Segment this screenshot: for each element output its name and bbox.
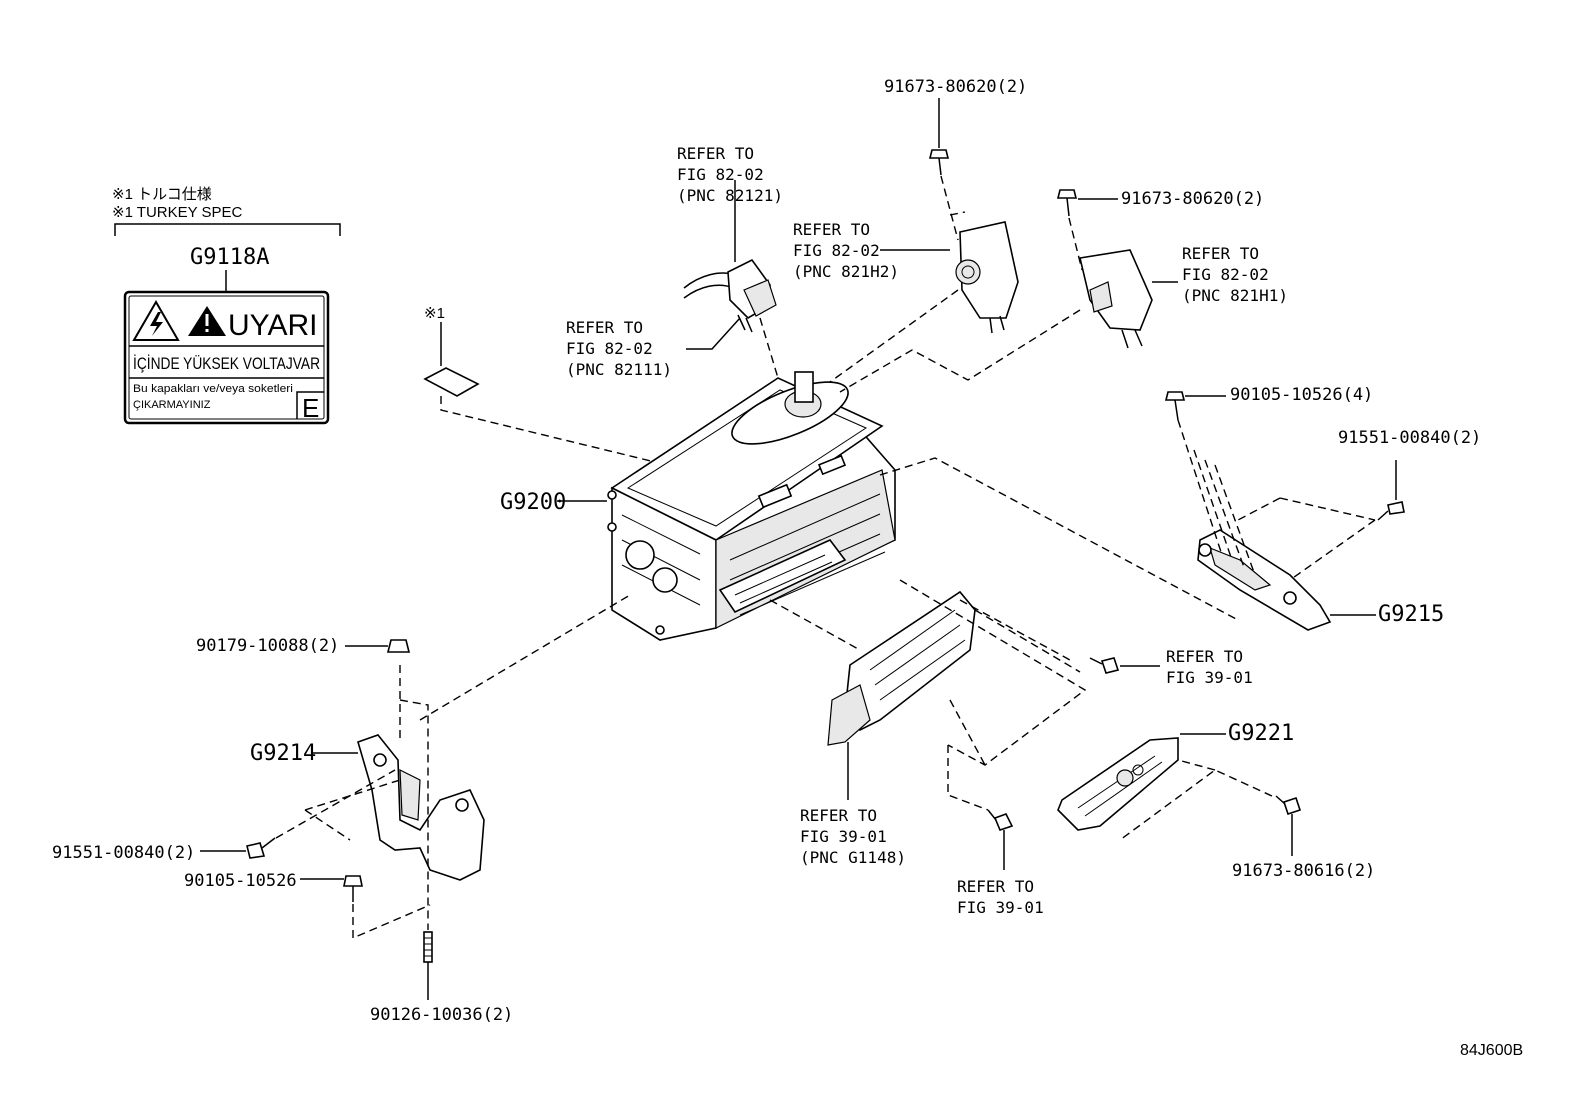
g9214-label: G9214 [250, 741, 316, 766]
refer-3901-bottom: REFER TO FIG 39-01 [957, 877, 1044, 917]
turkey-spec-note: ※1 トルコ仕様 ※1 TURKEY SPEC [112, 186, 341, 236]
label-90126: 90126-10036(2) [370, 1005, 513, 1025]
dash-90105-left [352, 904, 431, 940]
dash-821h2-body [829, 289, 959, 383]
g9215-label: G9215 [1378, 602, 1444, 627]
refer-821h2-line2: FIG 82-02 [793, 241, 880, 260]
label-corner-box [296, 391, 324, 419]
refer-3901-bottom-line2: FIG 39-01 [957, 898, 1044, 917]
label-90179: 90179-10088(2) [196, 636, 339, 656]
dash-g9215-to-body [879, 457, 1239, 621]
label-sticker-marker: ※1 [423, 305, 656, 463]
refer-82111-line3: (PNC 82111) [566, 360, 672, 379]
label-part-code: G9118A [190, 245, 269, 270]
dash-821h2 [940, 175, 966, 241]
r82111-leader [686, 317, 741, 350]
warning-word: UYARI [228, 309, 317, 342]
dash-821h1-body [839, 309, 1081, 393]
bolt-fig3901-bottom [987, 809, 1014, 831]
g9221-cover [1057, 737, 1179, 831]
label-90105: 90105-10526 [184, 871, 297, 891]
refer-82111-line2: FIG 82-02 [566, 339, 653, 358]
refer-3901-right-line1: REFER TO [1166, 647, 1243, 666]
bolt-fig3901-right [1089, 657, 1120, 674]
refer-82121-line1: REFER TO [677, 144, 754, 163]
refer-82121: REFER TO FIG 82-02 (PNC 82121) [677, 144, 783, 205]
refer-821h2-line3: (PNC 821H2) [793, 262, 899, 281]
refer-g1148-line3: (PNC G1148) [800, 848, 906, 867]
dash-g9215-right [1237, 497, 1376, 581]
label-sticker [423, 367, 480, 397]
refer-3901-right-line2: FIG 39-01 [1166, 668, 1253, 687]
label-right-bolt: 91673-80620(2) [1121, 189, 1264, 209]
label-91551-right: 91551-00840(2) [1338, 428, 1481, 448]
sensor-821h2 [955, 221, 1019, 334]
g9214-bracket [357, 734, 485, 881]
g9221-label: G9221 [1228, 721, 1294, 746]
inverter-assembly [607, 371, 896, 641]
refer-821h2: REFER TO FIG 82-02 (PNC 821H2) [793, 220, 899, 281]
refer-3901-bottom-line1: REFER TO [957, 877, 1034, 896]
bolt-91551-left [246, 837, 276, 859]
warning-label-inner [128, 295, 325, 420]
refer-3901-right: REFER TO FIG 39-01 [1166, 647, 1253, 687]
warning-label [123, 290, 330, 425]
refer-3901-g1148: REFER TO FIG 39-01 (PNC G1148) [800, 806, 906, 867]
warning-line: İÇİNDE YÜKSEK VOLTAJVAR [133, 354, 320, 373]
g9200-label: G9200 [500, 490, 566, 515]
dash-center-bracket [899, 579, 1087, 766]
label-90105-4: 90105-10526(4) [1230, 385, 1373, 405]
bolt-right-top [1056, 189, 1078, 217]
electric-hazard-icon [132, 300, 180, 341]
drawing-code: 84J600B [1460, 1042, 1523, 1059]
harness-connector [683, 258, 779, 379]
dash-g9221 [1119, 759, 1273, 841]
bolt-90105-4 [1164, 391, 1186, 421]
center-bracket-g1148 [827, 590, 976, 746]
nut-90179 [386, 639, 411, 653]
refer-82111-line1: REFER TO [566, 318, 643, 337]
label-91673-80616: 91673-80616(2) [1232, 861, 1375, 881]
sticker-dash [440, 396, 656, 463]
warning-small-line2: ÇIKARMAYINIZ [133, 399, 211, 411]
refer-821h1: REFER TO FIG 82-02 (PNC 821H1) [1182, 244, 1288, 305]
label-corner-letter: E [302, 393, 319, 423]
bolt-90105-left [343, 875, 363, 902]
sensor-821h1 [1079, 249, 1153, 349]
refer-g1148-line2: FIG 39-01 [800, 827, 887, 846]
dash-g9214 [304, 594, 631, 930]
warning-label-group: G9118A UYARI İÇİNDE YÜKSEK VOLTAJVAR Bu … [123, 245, 330, 425]
refer-g1148-line1: REFER TO [800, 806, 877, 825]
refer-82121-line2: FIG 82-02 [677, 165, 764, 184]
exclamation-warning-icon [188, 306, 226, 336]
refer-821h2-line1: REFER TO [793, 220, 870, 239]
refer-821h1-line3: (PNC 821H1) [1182, 286, 1288, 305]
spec-note-line2: ※1 TURKEY SPEC [112, 204, 243, 221]
spec-bracket [114, 223, 341, 236]
dash-821h1 [1068, 217, 1083, 271]
refer-821h1-line1: REFER TO [1182, 244, 1259, 263]
bolt-91551-right [1377, 501, 1405, 521]
note-marker: ※1 [424, 305, 445, 322]
refer-82121-line3: (PNC 82121) [677, 186, 783, 205]
warning-small-line1: Bu kapakları ve/veya soketleri [133, 383, 293, 395]
label-top-bolt: 91673-80620(2) [884, 77, 1027, 97]
g9215-bracket [1197, 529, 1332, 631]
dash-fig3901-bottom [947, 745, 989, 811]
dash-91551-left [275, 769, 396, 839]
dash-center-body [769, 599, 861, 651]
spec-note-line1: ※1 トルコ仕様 [112, 186, 212, 203]
refer-821h1-line2: FIG 82-02 [1182, 265, 1269, 284]
bolt-91673-80616 [1275, 795, 1302, 816]
dash-g9215-bolts [1177, 419, 1256, 576]
stud-90126 [423, 931, 433, 963]
label-91551-left: 91551-00840(2) [52, 843, 195, 863]
refer-82111: REFER TO FIG 82-02 (PNC 82111) [566, 318, 672, 379]
bolt-top [928, 98, 950, 176]
